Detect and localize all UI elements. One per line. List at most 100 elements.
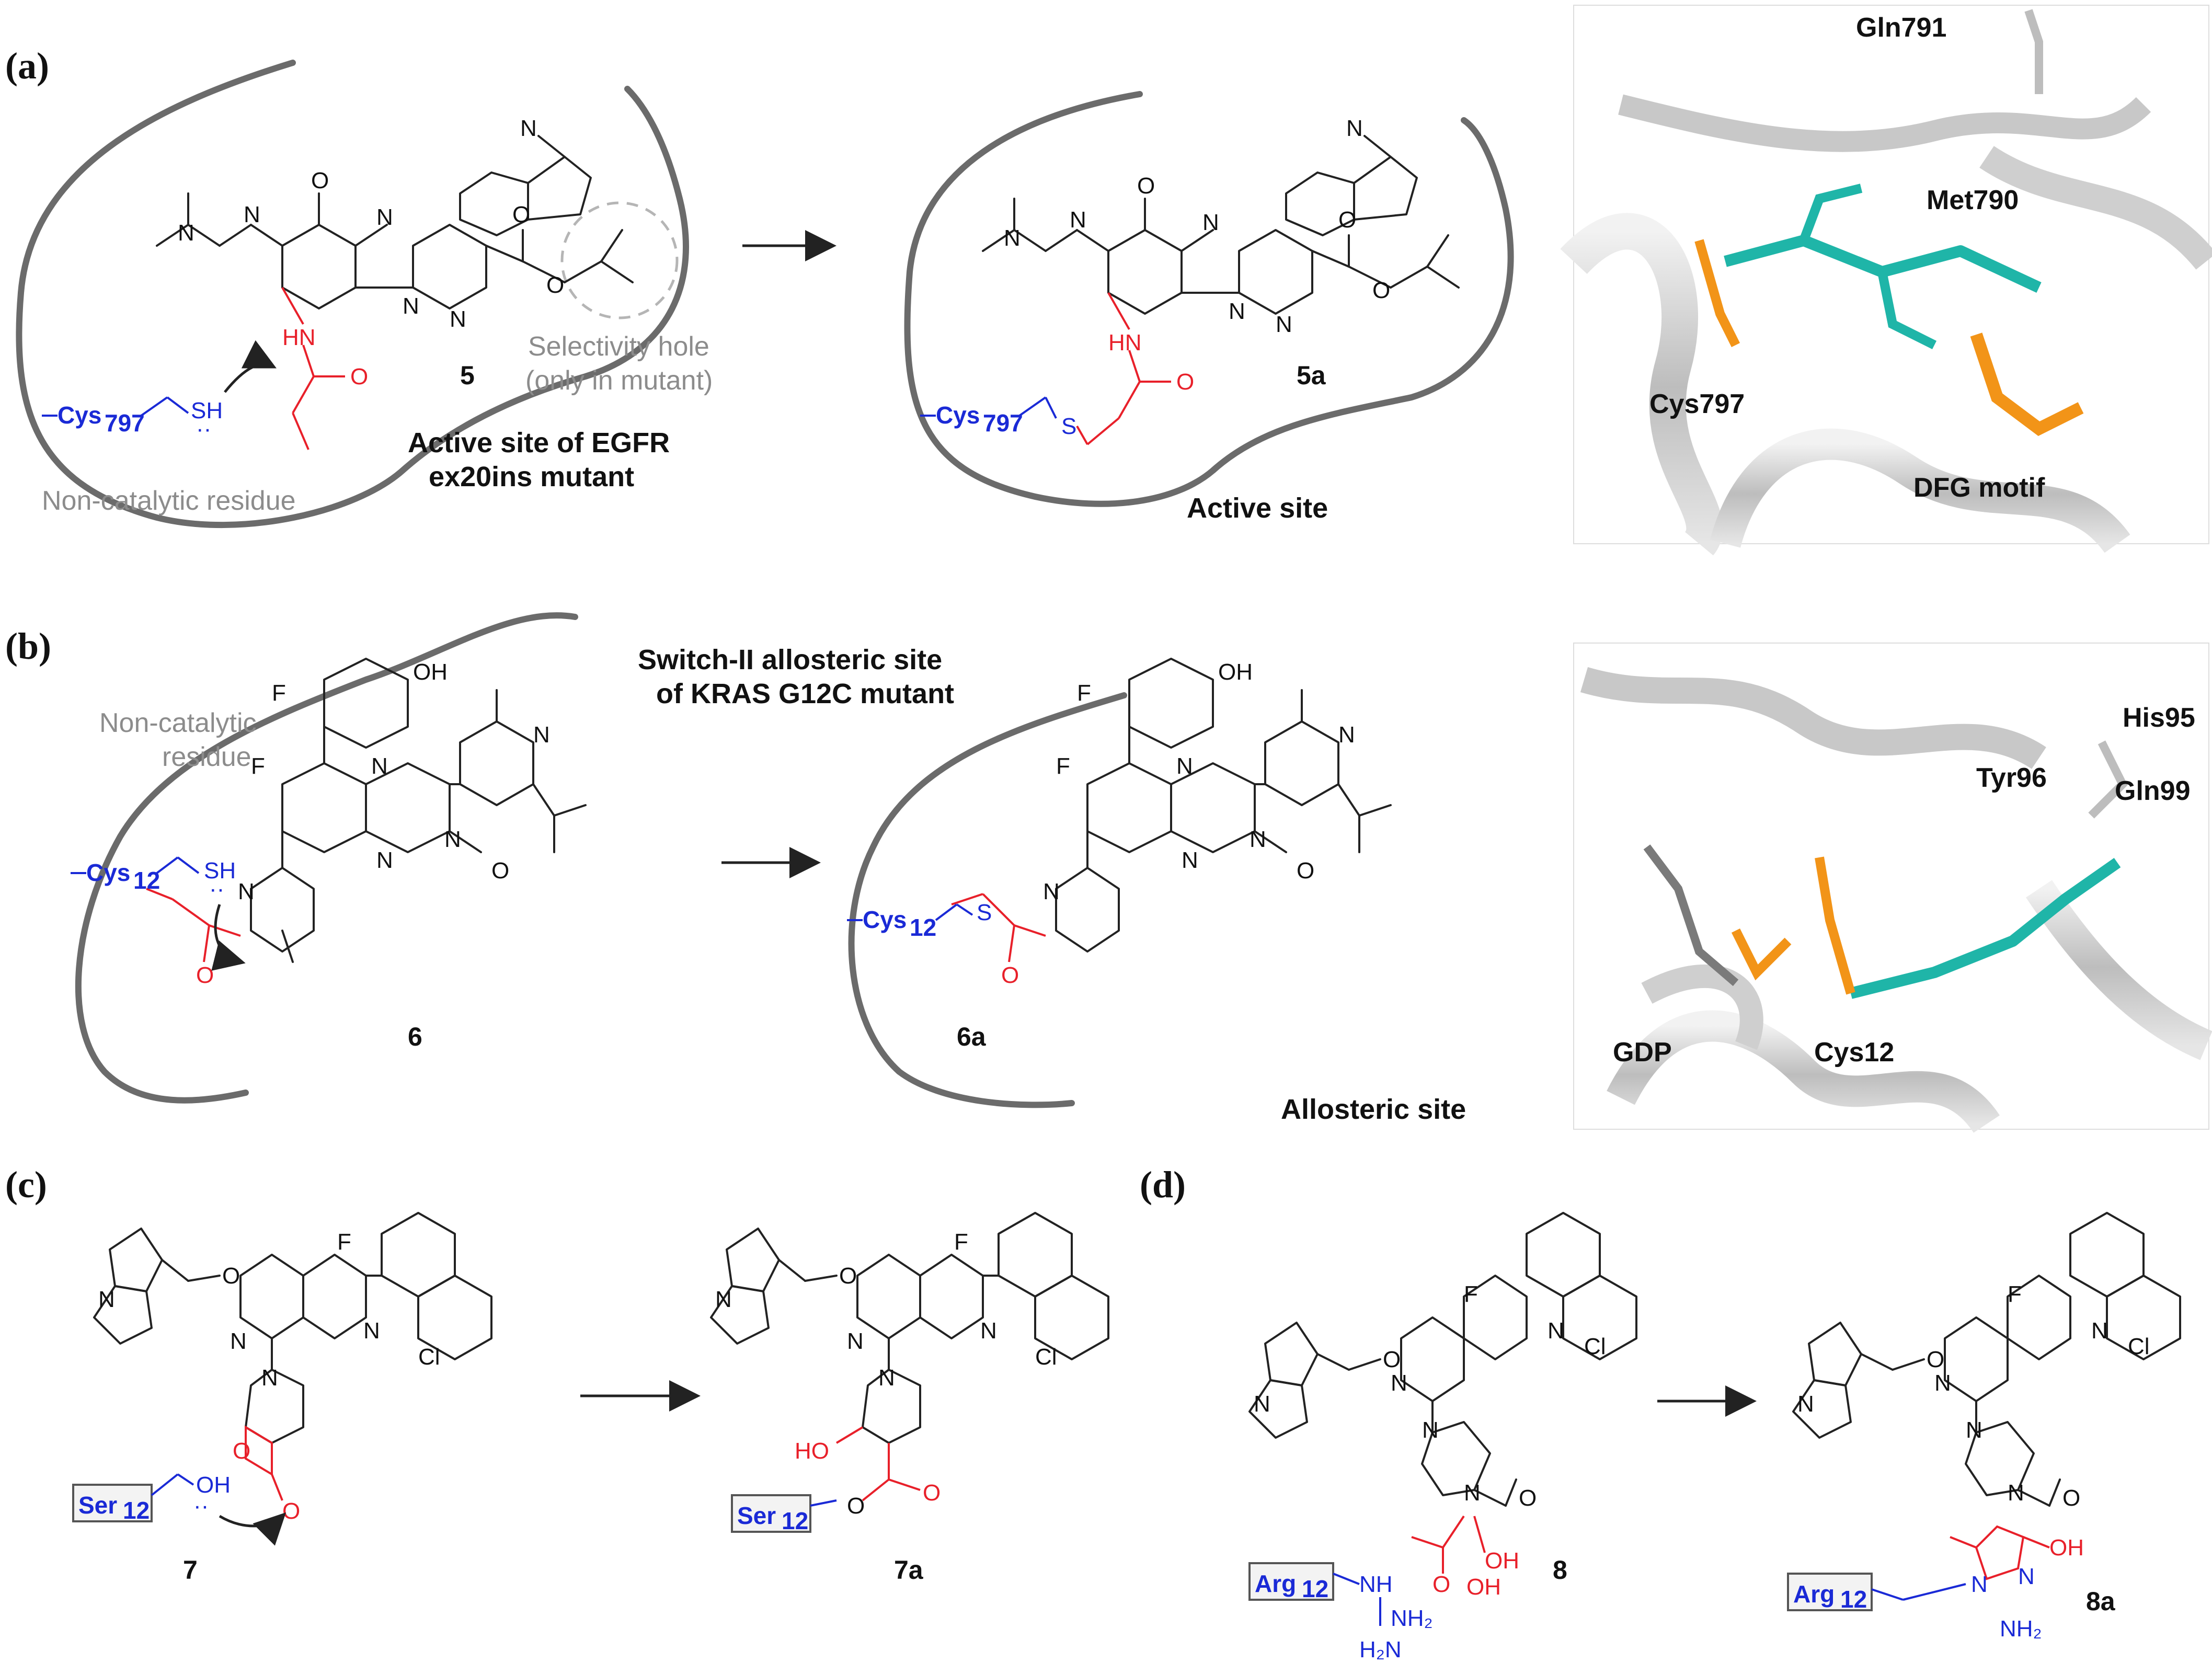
product-caption-a: Active site [1187, 492, 1328, 524]
panel-a-label: (a) [5, 45, 49, 87]
svg-text:O: O [1338, 207, 1356, 233]
compound-5-label: 5 [460, 361, 475, 390]
compound-8-label: 8 [1553, 1555, 1567, 1585]
svg-text:Cl: Cl [1584, 1334, 1606, 1359]
site-caption-b-2: of KRAS G12C mutant [656, 678, 954, 709]
svg-text:Arg: Arg [1255, 1570, 1296, 1597]
svg-text:N: N [520, 116, 537, 141]
panel-c-label: (c) [5, 1164, 47, 1206]
pocket-a-after [904, 91, 1514, 507]
svg-text:O: O [311, 168, 329, 193]
svg-text:N: N [376, 847, 393, 873]
svg-text:N: N [1229, 299, 1245, 324]
svg-text:N: N [238, 879, 255, 904]
structure-label-gdp: GDP [1613, 1037, 1672, 1068]
structure-label-cys797: Cys797 [1649, 389, 1745, 419]
svg-text:N: N [403, 293, 419, 319]
svg-text:O: O [1297, 858, 1314, 884]
svg-text:O: O [546, 272, 564, 298]
svg-text:S: S [1061, 414, 1076, 439]
svg-text:O: O [222, 1263, 240, 1289]
svg-text:O: O [839, 1263, 857, 1289]
svg-text:OH: OH [196, 1472, 231, 1498]
svg-text:SH: SH [191, 398, 223, 423]
svg-text:O: O [350, 364, 368, 389]
svg-text:OH: OH [2049, 1535, 2084, 1561]
svg-text:··: ·· [196, 416, 211, 442]
compound-7-label: 7 [183, 1555, 198, 1585]
svg-text:OH: OH [413, 659, 448, 685]
svg-text:N: N [363, 1318, 380, 1344]
svg-text:N: N [2018, 1564, 2035, 1589]
svg-text:O: O [196, 962, 214, 988]
svg-text:Cys: Cys [86, 859, 130, 886]
svg-text:NH₂: NH₂ [1391, 1606, 1433, 1631]
svg-text:N: N [715, 1287, 732, 1312]
panel-a: (a) [5, 5, 2212, 556]
svg-text:O: O [1519, 1485, 1537, 1511]
cys797-residue-before: Cys 797 SH ·· [42, 340, 277, 442]
svg-text:N: N [1202, 210, 1219, 235]
svg-text:N: N [1797, 1391, 1814, 1417]
molecule-7: N O N N F N Cl O O [93, 1212, 492, 1524]
svg-text:N: N [230, 1328, 247, 1354]
molecule-5: O O O N N N N N N HN O [156, 116, 634, 450]
compound-7a-label: 7a [894, 1555, 924, 1585]
structure-label-his95: His95 [2123, 703, 2195, 733]
ser12-residue-after: Ser 12 [731, 1494, 837, 1534]
svg-text:O: O [233, 1438, 250, 1464]
svg-text:HO: HO [795, 1438, 829, 1464]
panel-b: (b) Non-catalytic residue Switch-II allo… [5, 612, 2212, 1133]
svg-text:N: N [376, 204, 393, 230]
panel-d-label: (d) [1140, 1164, 1186, 1206]
svg-text:··: ·· [209, 876, 224, 902]
residue-type-b-2: residue [162, 742, 251, 772]
selectivity-note-1: Selectivity hole [528, 331, 709, 362]
svg-text:F: F [1077, 680, 1091, 706]
panel-d: (d) N O N N F N Cl N O [1140, 1164, 2181, 1662]
cys12-residue-before: Cys 12 SH ·· [71, 856, 246, 971]
ser12-residue-before: Ser 12 OH ·· [72, 1472, 286, 1546]
svg-text:N: N [1966, 1417, 1982, 1443]
residue-type-a: Non-catalytic residue [42, 486, 296, 516]
svg-text:797: 797 [105, 409, 145, 437]
svg-text:N: N [244, 202, 260, 227]
molecule-8: N O N N F N Cl N O O OH OH [1248, 1212, 1637, 1600]
site-caption-a-1: Active site of EGFR [408, 427, 670, 458]
structure-label-tyr96: Tyr96 [1976, 763, 2047, 793]
svg-text:N: N [1934, 1370, 1951, 1396]
svg-text:O: O [1432, 1572, 1450, 1597]
svg-text:N: N [1422, 1417, 1439, 1443]
svg-text:F: F [272, 680, 286, 706]
svg-text:N: N [1276, 312, 1292, 337]
structure-label-gln99: Gln99 [2115, 776, 2191, 806]
arg12-residue-after: Arg 12 [1787, 1573, 1966, 1613]
arg12-residue-before: Arg 12 NH NH₂ H₂N [1248, 1562, 1433, 1662]
svg-text:F: F [2008, 1281, 2022, 1307]
compound-5a-label: 5a [1297, 361, 1326, 390]
svg-text:N: N [444, 827, 461, 852]
molecule-6a: F F OH N N N N O N O [951, 658, 1392, 988]
panel-c: (c) N O N N F N Cl O O Se [5, 1164, 1109, 1585]
svg-text:N: N [1043, 879, 1060, 904]
pocket-b-before [75, 612, 578, 1104]
svg-text:O: O [1176, 369, 1194, 395]
residue-type-b-1: Non-catalytic [99, 708, 257, 738]
structure-label-gln791: Gln791 [1856, 13, 1946, 43]
svg-text:N: N [178, 220, 194, 246]
svg-text:N: N [1182, 847, 1198, 873]
svg-text:HN: HN [282, 325, 316, 350]
svg-text:N: N [1464, 1480, 1481, 1506]
site-caption-a-2: ex20ins mutant [429, 461, 634, 492]
svg-text:N: N [1250, 827, 1266, 852]
svg-text:Cys: Cys [58, 402, 101, 429]
svg-text:N: N [1346, 116, 1363, 141]
svg-text:Cys: Cys [936, 402, 980, 429]
svg-text:OH: OH [1485, 1548, 1519, 1574]
svg-text:O: O [512, 202, 530, 227]
svg-text:N: N [1548, 1318, 1564, 1344]
svg-text:Cl: Cl [2128, 1334, 2150, 1359]
svg-text:N: N [1254, 1391, 1270, 1417]
svg-text:N: N [847, 1328, 864, 1354]
svg-text:O: O [847, 1493, 865, 1519]
